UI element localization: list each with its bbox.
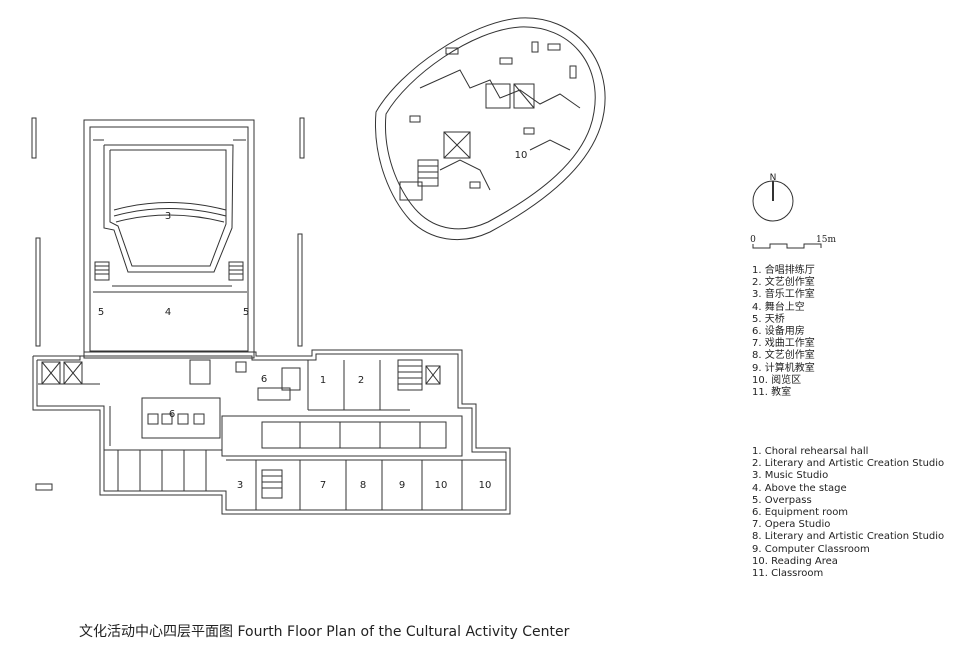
- legend-en-item: 11. Classroom: [752, 568, 824, 580]
- room-1-label: 1: [320, 375, 326, 386]
- legend-zh-item: 7. 戏曲工作室: [752, 338, 815, 350]
- north-label: N: [770, 173, 777, 183]
- legend-en-item: 5. Overpass: [752, 494, 812, 506]
- legend-en-item: 2. Literary and Artistic Creation Studio: [752, 458, 945, 470]
- legend-zh-item: 8. 文艺创作室: [752, 350, 815, 362]
- theater-block: [83, 119, 255, 359]
- scale-start-label: 0: [750, 235, 756, 245]
- legend-zh-item: 1. 合唱排练厅: [752, 265, 815, 276]
- legend-en-item: 10. Reading Area: [752, 555, 838, 567]
- room-10-c-label: 10: [515, 150, 528, 161]
- room-9-label: 9: [399, 480, 405, 491]
- legend-zh-item: 10. 阅览区: [752, 374, 802, 386]
- room-6-a-label: 6: [261, 374, 267, 385]
- legend-en-item: 7. Opera Studio: [752, 519, 831, 531]
- legend-en-item: 4. Above the stage: [752, 482, 847, 494]
- plan-caption: 文化活动中心四层平面图 Fourth Floor Plan of the Cul…: [79, 624, 570, 640]
- room-2-label: 2: [358, 375, 364, 386]
- legend-zh-item: 9. 计算机教室: [752, 362, 815, 374]
- legend-zh-item: 5. 天桥: [752, 313, 785, 325]
- legend-chinese: 1. 合唱排练厅 2. 文艺创作室 3. 音乐工作室 4. 舞台上空 5. 天桥…: [752, 265, 815, 399]
- legend-en-item: 8. Literary and Artistic Creation Studio: [752, 531, 945, 543]
- room-6-b-label: 6: [169, 409, 175, 420]
- scale-end-label: 15m: [816, 235, 836, 245]
- room-5-left-label: 5: [98, 307, 104, 318]
- legend-english: 1. Choral rehearsal hall 2. Literary and…: [752, 446, 944, 580]
- side-screens: [31, 117, 305, 491]
- room-10-a-label: 10: [435, 480, 448, 491]
- legend-zh-item: 2. 文艺创作室: [752, 277, 815, 289]
- legend-en-item: 3. Music Studio: [752, 470, 829, 482]
- main-wing: [32, 349, 511, 515]
- legend-en-item: 9. Computer Classroom: [752, 543, 870, 555]
- room-labels: 3 4 5 5 6 6 1 2 3 7 8 9 10 10 10: [98, 150, 528, 491]
- room-10-b-label: 10: [479, 480, 492, 491]
- room-3-bottom-label: 3: [237, 480, 243, 491]
- room-8-label: 8: [360, 480, 366, 491]
- reading-tower: [374, 17, 606, 241]
- legend-zh-item: 4. 舞台上空: [752, 301, 805, 313]
- legend-zh-item: 11. 教室: [752, 387, 792, 399]
- room-5-right-label: 5: [243, 307, 249, 318]
- room-3-label: 3: [165, 211, 171, 222]
- legend-zh-item: 6. 设备用房: [752, 326, 805, 338]
- legend-zh-item: 3. 音乐工作室: [752, 289, 815, 301]
- legend-en-item: 1. Choral rehearsal hall: [752, 446, 869, 457]
- legend-en-item: 6. Equipment room: [752, 507, 849, 519]
- north-arrow: [752, 180, 822, 249]
- room-4-label: 4: [165, 307, 171, 318]
- room-7-label: 7: [320, 480, 326, 491]
